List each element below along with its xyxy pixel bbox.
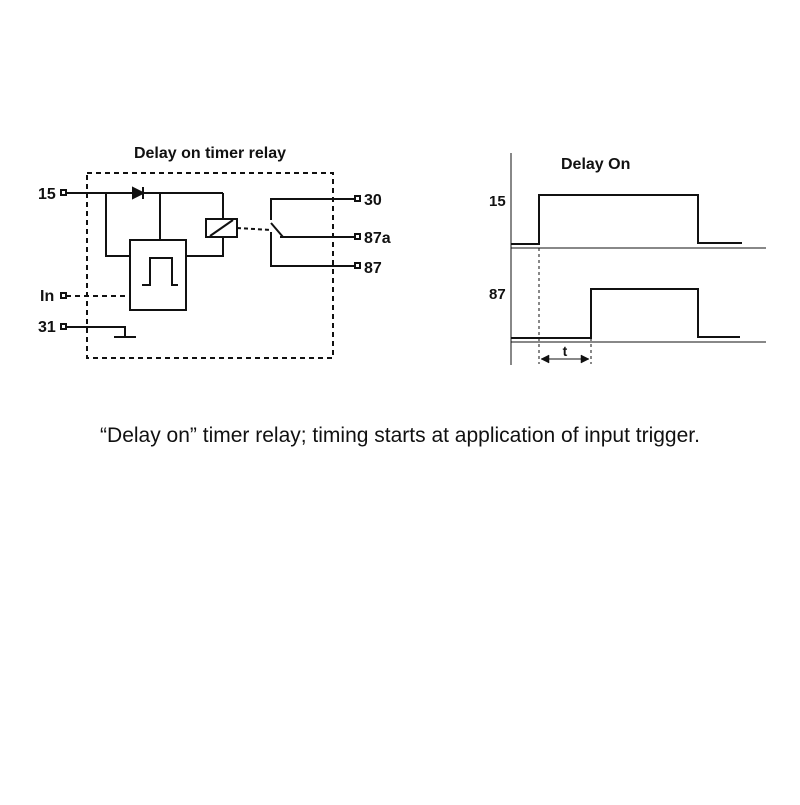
terminal-in-label: In xyxy=(40,288,54,305)
terminal-in-icon xyxy=(60,292,67,299)
coil-switch-linkage-dashed xyxy=(236,227,272,231)
relay-schematic xyxy=(60,172,361,359)
delay-arrowhead-right-icon xyxy=(580,354,590,364)
terminal-87a-label: 87a xyxy=(364,230,391,247)
terminal-30-icon xyxy=(354,195,361,202)
signal-87-label: 87 xyxy=(489,286,506,303)
signal-15-label: 15 xyxy=(489,193,506,210)
wire-coil-to-timer xyxy=(186,237,224,257)
signal-15-waveform xyxy=(511,194,742,245)
terminal-15-label: 15 xyxy=(38,186,56,203)
coil-diagonal xyxy=(209,219,234,237)
relay-housing-dashed-box xyxy=(86,172,334,359)
timing-diagram xyxy=(510,153,766,365)
terminal-87a-icon xyxy=(354,233,361,240)
contact-87-wire xyxy=(270,232,356,267)
diode-icon xyxy=(132,186,146,200)
terminal-31-icon xyxy=(60,323,67,330)
terminal-87-label: 87 xyxy=(364,260,382,277)
figure-caption: “Delay on” timer relay; timing starts at… xyxy=(100,424,700,447)
contact-30-wire xyxy=(270,198,356,220)
wire-15-to-timer xyxy=(105,193,130,257)
terminal-31-label: 31 xyxy=(38,319,56,336)
pulse-icon xyxy=(142,257,178,286)
terminal-30-label: 30 xyxy=(364,192,382,209)
terminal-87-icon xyxy=(354,262,361,269)
switch-blade xyxy=(270,222,284,238)
terminal-15-icon xyxy=(60,189,67,196)
relay-title: Delay on timer relay xyxy=(134,145,286,162)
signal-87-waveform xyxy=(511,288,740,339)
timer-module xyxy=(129,239,187,311)
delay-arrowhead-left-icon xyxy=(540,354,550,364)
delay-label: t xyxy=(563,343,568,359)
timing-title: Delay On xyxy=(561,156,630,173)
wire-31 xyxy=(66,326,126,337)
